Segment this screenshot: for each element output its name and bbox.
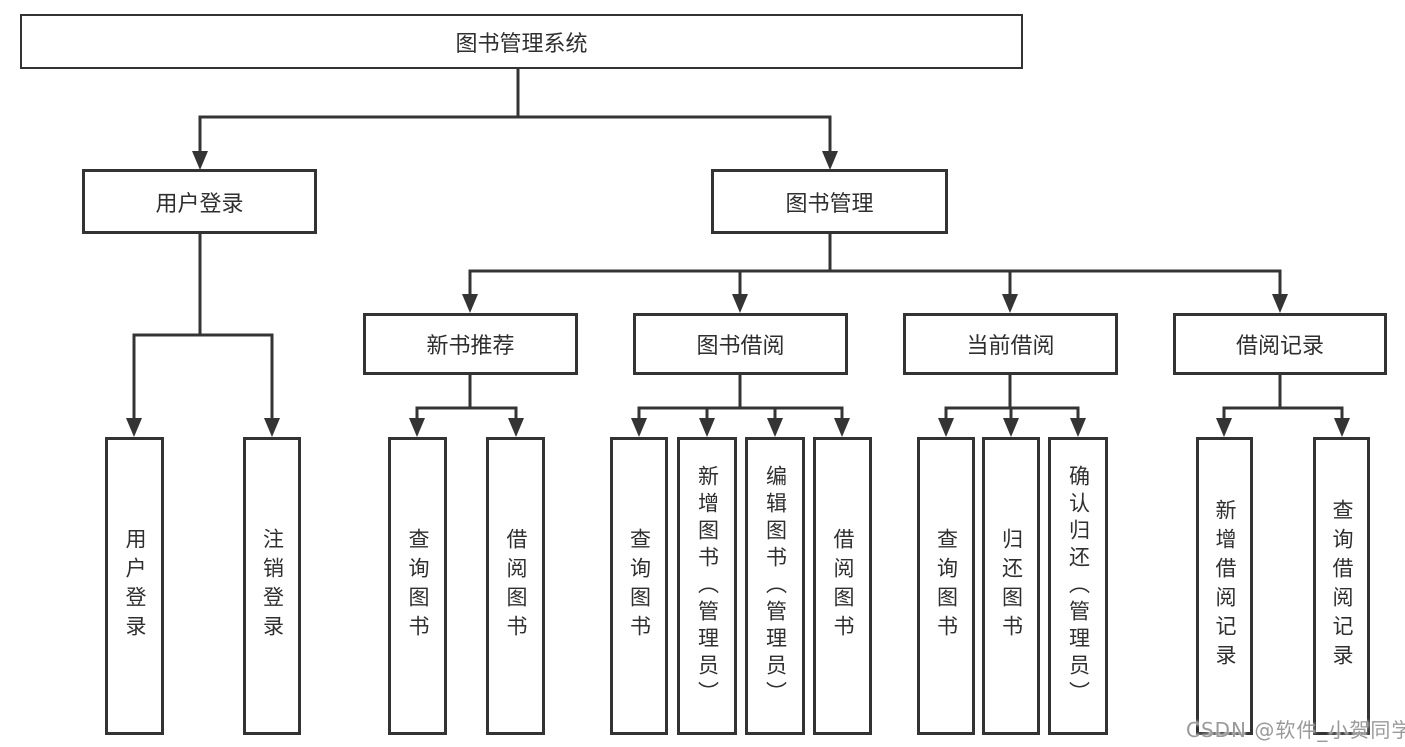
node-current-borrowing: 当前借阅: [903, 313, 1118, 375]
leaf-return-books: 归还图书: [982, 437, 1040, 735]
leaf-edit-books-admin: 编辑图书（管理员）: [745, 437, 805, 735]
leaf-user-login: 用户登录: [105, 437, 164, 735]
leaf-query-borrow-record: 查询借阅记录: [1313, 437, 1370, 735]
leaf-query-books-borrow: 查询图书: [610, 437, 668, 735]
leaf-query-books-recommend: 查询图书: [388, 437, 447, 735]
leaf-query-books-current: 查询图书: [917, 437, 975, 735]
leaf-add-books-admin: 新增图书（管理员）: [677, 437, 737, 735]
node-book-management: 图书管理: [711, 169, 948, 234]
leaf-confirm-return-admin: 确认归还（管理员）: [1048, 437, 1108, 735]
leaf-logout-login: 注销登录: [243, 437, 301, 735]
node-book-borrowing: 图书借阅: [633, 313, 848, 375]
leaf-borrow-books-borrow: 借阅图书: [813, 437, 872, 735]
leaf-add-borrow-record: 新增借阅记录: [1196, 437, 1253, 735]
node-borrowing-records: 借阅记录: [1173, 313, 1387, 375]
leaf-borrow-books-recommend: 借阅图书: [486, 437, 545, 735]
node-root: 图书管理系统: [20, 14, 1023, 69]
watermark-text: CSDN @软件_小贺同学: [1186, 718, 1405, 742]
node-new-book-recommendation: 新书推荐: [363, 313, 578, 375]
node-user-login: 用户登录: [82, 169, 317, 234]
